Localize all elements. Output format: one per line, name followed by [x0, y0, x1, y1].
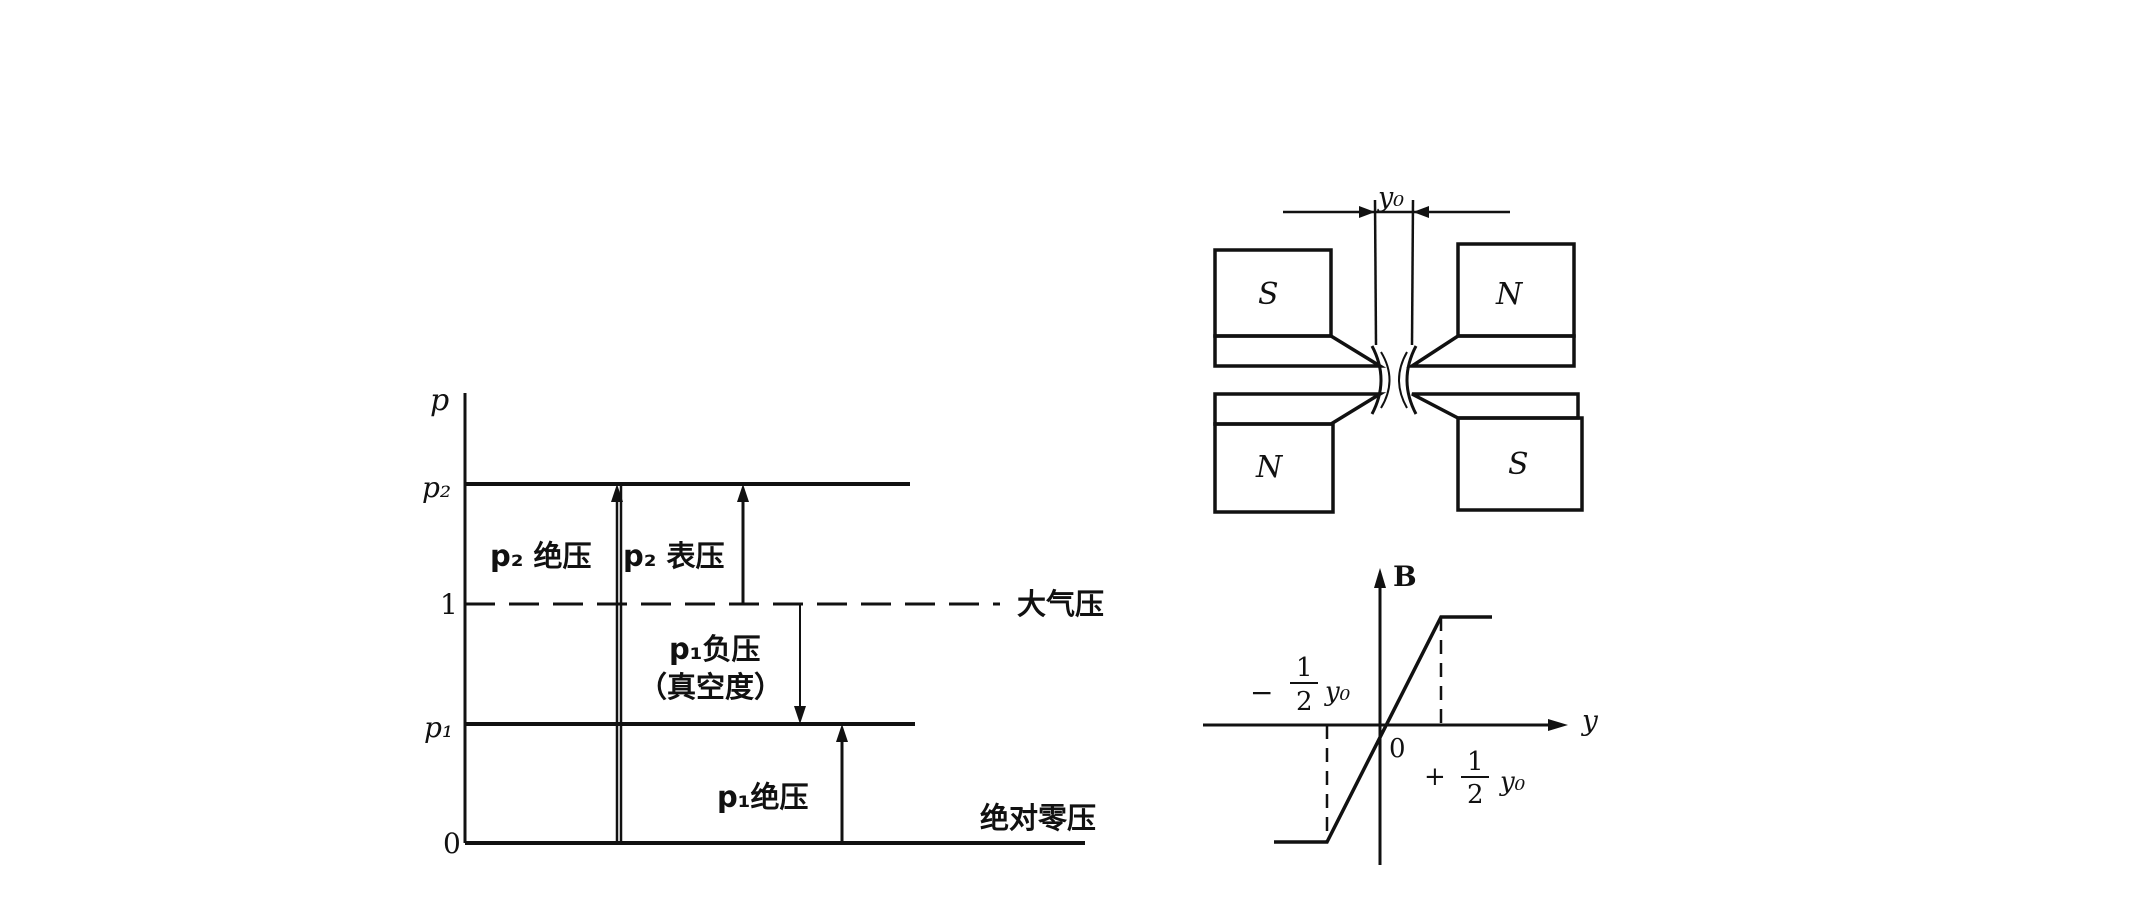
magnet-bottom-right [1456, 416, 1584, 512]
p1-absolute-arrowhead [836, 724, 848, 742]
gap-arc-right-inner [1398, 351, 1408, 409]
pole-piece-bottom-right [1411, 392, 1580, 420]
neg-frac-den: 2 [1296, 687, 1313, 717]
label-absolute-zero: 绝对零压 [980, 801, 1096, 835]
label-p1-vacuum: （真空度） [638, 670, 783, 704]
p2-gauge-arrowhead [737, 484, 749, 502]
gap-right-extension [1410, 199, 1415, 346]
pole-piece-top-left [1213, 334, 1387, 368]
origin-label: 0 [1389, 734, 1406, 764]
gap-label: y₀ [1377, 182, 1404, 213]
pole-piece-top-right [1406, 334, 1576, 368]
pole-top-left: S [1258, 277, 1279, 312]
label-p1-negative: p₁负压 [669, 632, 760, 666]
label-p2-absolute: p₂ 绝压 [490, 539, 592, 573]
tick-p2: p₂ [422, 471, 451, 504]
magnet-diagram [1213, 199, 1584, 514]
tick-zero: 0 [443, 827, 461, 860]
label-p2-gauge: p₂ 表压 [623, 539, 725, 573]
b-axis-arrowhead [1374, 568, 1386, 588]
b-y-graph [1203, 568, 1568, 865]
pos-frac-den: 2 [1467, 780, 1484, 810]
gap-arc-left-inner [1380, 351, 1391, 409]
pressure-y-axis-label: p [430, 383, 449, 418]
neg-sign: − [1250, 676, 1273, 709]
label-atmospheric: 大气压 [1017, 587, 1104, 621]
neg-y0: y₀ [1324, 677, 1351, 707]
magnet-bottom-left [1213, 422, 1335, 514]
b-axis-label: B [1393, 560, 1417, 593]
p1-negative-arrowhead [794, 706, 806, 724]
label-p1-absolute: p₁绝压 [717, 780, 808, 814]
y-axis-label: y [1580, 704, 1599, 737]
gap-arc-left [1370, 345, 1383, 415]
y-axis-arrowhead [1548, 719, 1568, 731]
transfer-curve [1274, 615, 1492, 844]
gap-arrow-left [1359, 206, 1375, 218]
pos-frac-num: 1 [1467, 747, 1484, 777]
gap-arrow-right [1413, 206, 1429, 218]
gap-arc-right [1405, 345, 1418, 415]
pole-top-right: N [1495, 277, 1524, 312]
gap-left-extension [1373, 199, 1378, 346]
pressure-diagram [463, 393, 1085, 845]
pos-y0: y₀ [1499, 767, 1526, 797]
tick-one: 1 [440, 588, 458, 621]
pole-bottom-right: S [1508, 447, 1529, 482]
pole-piece-bottom-left [1213, 392, 1387, 426]
pole-bottom-left: N [1255, 450, 1284, 485]
pos-sign: + [1424, 762, 1446, 792]
tick-p1: p₁ [424, 711, 453, 744]
neg-frac-num: 1 [1296, 653, 1313, 683]
